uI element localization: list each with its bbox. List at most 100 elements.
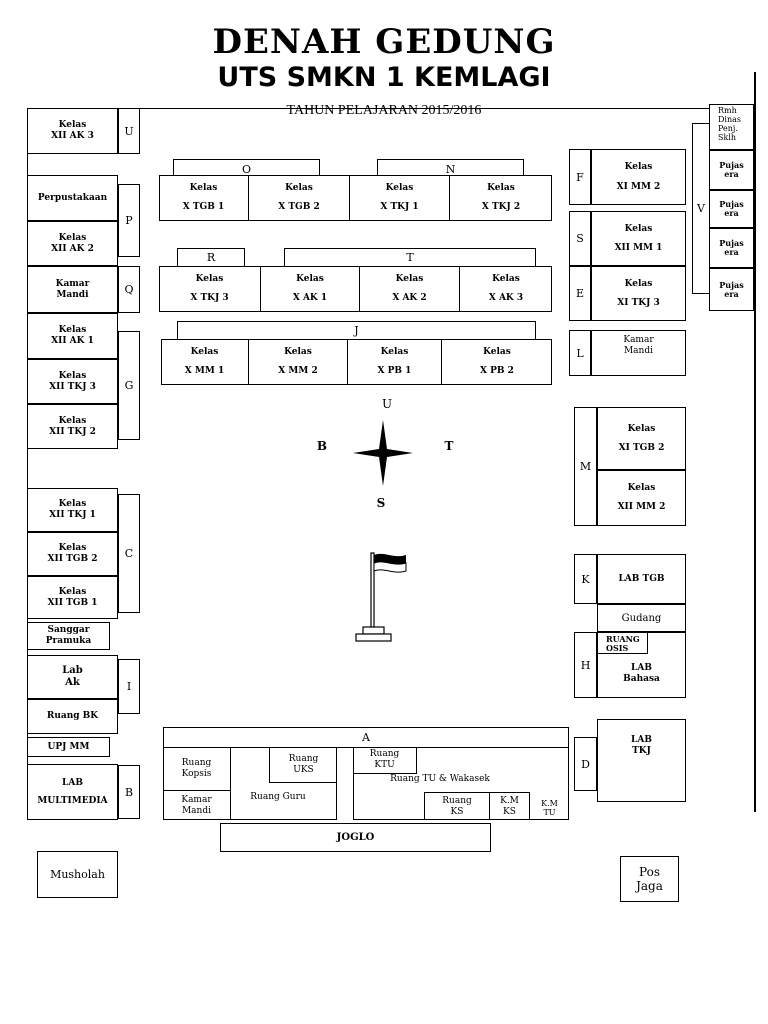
corridor-r: R	[177, 248, 245, 267]
room-ruang-uks: Ruang UKS	[269, 747, 337, 783]
room-label: Kelas XII AK 2	[51, 232, 94, 254]
room-xii-ak2: Kelas XII AK 2	[27, 221, 118, 266]
room-label: Kelas XI TGB 2	[618, 423, 665, 453]
room-pujasera-2: Pujas era	[709, 190, 754, 228]
flagpole-icon	[355, 552, 407, 642]
corridor-letter: E	[575, 287, 585, 300]
room-sanggar-pramuka: Sanggar Pramuka	[27, 622, 110, 650]
room-joglo: JOGLO	[220, 823, 491, 852]
block-a-office-left	[163, 747, 337, 820]
corridor-v: V	[692, 123, 710, 294]
room-ruang-tu-wakasek: Ruang TU & Wakasek	[380, 772, 500, 786]
room-label: Kelas X AK 1	[292, 274, 328, 303]
room-label: Kelas X MM 2	[278, 347, 318, 376]
room-label: Rmh Dinas Penj. Sklh	[718, 106, 741, 142]
corridor-letter: R	[206, 251, 216, 264]
corridor-letter: Q	[124, 283, 134, 296]
room-xii-ak1: Kelas XII AK 1	[27, 313, 118, 359]
room-x-tkj3: Kelas X TKJ 3	[159, 266, 261, 312]
room-lab-tkj: LAB TKJ	[597, 719, 686, 802]
room-xi-tkj3: Kelas XI TKJ 3	[591, 266, 686, 321]
room-lab-ak: Lab Ak	[27, 655, 118, 699]
room-x-ak3: Kelas X AK 3	[460, 266, 552, 312]
corridor-letter: U	[124, 124, 134, 138]
room-label: Pujas era	[719, 199, 744, 218]
corridor-letter: S	[576, 232, 584, 245]
corridor-letter: I	[126, 680, 132, 693]
room-x-pb1: Kelas X PB 1	[348, 339, 442, 385]
room-xii-tkj2: Kelas XII TKJ 2	[27, 404, 118, 449]
boundary-top-line	[28, 108, 710, 109]
compass-west-label: B	[316, 438, 328, 453]
room-label: Kelas XII TKJ 1	[49, 499, 96, 520]
room-x-tgb1: Kelas X TGB 1	[159, 175, 249, 221]
corridor-m: M	[574, 407, 597, 526]
corridor-f: F	[569, 149, 591, 205]
room-km-tu: K.M TU	[530, 796, 569, 820]
room-pujasera-3: Pujas era	[709, 228, 754, 268]
compass-north-label: U	[381, 396, 393, 411]
corridor-j: J	[177, 321, 536, 340]
corridor-e: E	[569, 266, 591, 321]
room-gudang: Gudang	[597, 604, 686, 632]
room-label: Lab Ak	[62, 665, 83, 688]
room-label: Gudang	[621, 612, 662, 624]
corridor-letter: J	[354, 324, 359, 337]
room-label: Kelas X PB 2	[480, 347, 514, 376]
room-lab-tgb: LAB TGB	[597, 554, 686, 604]
room-label: Musholah	[50, 868, 105, 881]
room-label: LAB Bahasa	[623, 663, 660, 684]
room-label: Kelas XII TGB 2	[47, 543, 98, 564]
corridor-letter: T	[406, 251, 414, 264]
room-label: Kelas XII TKJ 3	[49, 370, 96, 392]
boundary-right-line	[754, 72, 756, 812]
room-pujasera-1: Pujas era	[709, 150, 754, 190]
room-label: Ruang Guru	[250, 791, 306, 802]
room-label: Kelas X AK 3	[488, 274, 524, 303]
corridor-b: B	[118, 765, 140, 819]
room-label: LAB MULTIMEDIA	[37, 778, 108, 806]
corridor-letter: V	[697, 202, 705, 215]
room-rumah-dinas: Rmh Dinas Penj. Sklh	[709, 104, 754, 150]
room-pos-jaga: Pos Jaga	[620, 856, 679, 902]
room-x-tgb2: Kelas X TGB 2	[249, 175, 350, 221]
corridor-letter: B	[124, 785, 134, 799]
room-kamar-mandi-right: Kamar Mandi	[591, 330, 686, 376]
room-label: Ruang UKS	[288, 753, 319, 775]
room-label: Ruang TU & Wakasek	[390, 773, 490, 784]
room-xi-mm2: Kelas XI MM 2	[591, 149, 686, 205]
room-pujasera-4: Pujas era	[709, 268, 754, 311]
room-km-ks: K.M KS	[490, 792, 530, 820]
room-label: Kelas X PB 1	[377, 347, 412, 376]
corridor-letter: P	[125, 214, 133, 227]
boundary-left-line	[27, 108, 28, 820]
corridor-letter: F	[576, 170, 584, 184]
corridor-letter: L	[576, 346, 584, 360]
room-label: Kelas X TGB 1	[182, 183, 225, 212]
room-ruang-kopsis: Ruang Kopsis	[163, 747, 231, 791]
room-upj-mm: UPJ MM	[27, 737, 110, 757]
room-label: Pujas era	[719, 279, 744, 299]
room-kamar-mandi-left: Kamar Mandi	[27, 266, 118, 313]
room-ruang-guru: Ruang Guru	[232, 786, 324, 808]
room-lab-multimedia: LAB MULTIMEDIA	[27, 764, 118, 820]
room-label: Pujas era	[719, 238, 744, 257]
corridor-c: C	[118, 494, 140, 613]
room-label: Kelas XI TKJ 3	[617, 278, 660, 308]
room-xii-tkj3: Kelas XII TKJ 3	[27, 359, 118, 404]
room-kamar-mandi-center: Kamar Mandi	[163, 791, 231, 820]
room-x-tkj1: Kelas X TKJ 1	[350, 175, 450, 221]
room-ruang-bk: Ruang BK	[27, 699, 118, 734]
room-xii-tkj1: Kelas XII TKJ 1	[27, 488, 118, 532]
room-label: Ruang KTU	[369, 749, 400, 770]
room-label: Kelas X TGB 2	[278, 183, 320, 212]
corridor-letter: D	[581, 757, 590, 771]
room-label: Kelas XII TKJ 2	[49, 415, 96, 437]
room-x-ak2: Kelas X AK 2	[360, 266, 460, 312]
room-label: RUANG OSIS	[606, 634, 640, 653]
room-ruang-ks: Ruang KS	[424, 792, 490, 820]
corridor-q: Q	[118, 266, 140, 313]
room-label: Perpustakaan	[37, 192, 108, 203]
room-label: Kamar Mandi	[623, 335, 654, 356]
room-label: LAB TGB	[618, 573, 665, 584]
